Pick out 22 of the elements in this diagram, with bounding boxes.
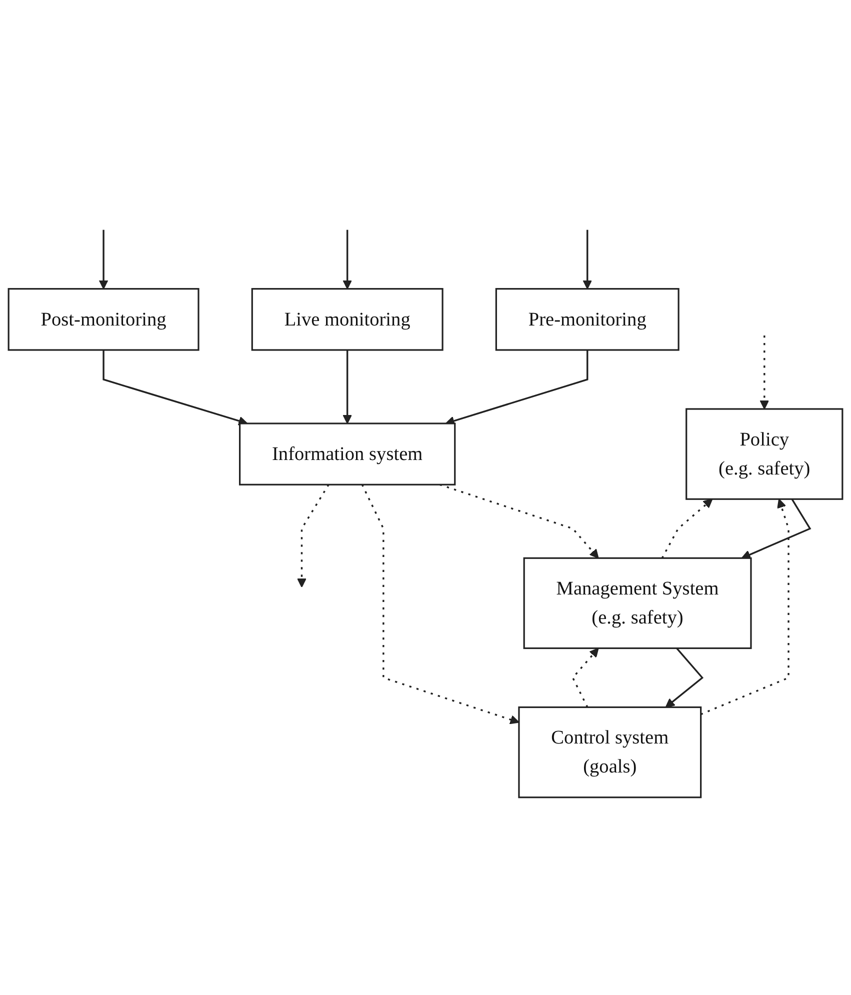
node-box: Pre-monitoring — [495, 288, 680, 351]
node-box: Information system — [238, 422, 456, 486]
arrow — [98, 230, 108, 290]
node-box: Post-monitoring — [8, 288, 200, 351]
arrow — [572, 648, 599, 708]
node-box: Control system (goals) — [518, 706, 702, 798]
arrow — [342, 230, 352, 290]
arrow — [665, 648, 704, 708]
arrow — [445, 350, 588, 426]
arrow — [102, 350, 248, 426]
arrow — [700, 498, 790, 716]
arrow — [440, 484, 599, 559]
arrow — [582, 230, 592, 290]
arrow — [760, 336, 770, 410]
arrow — [741, 498, 812, 560]
node-box: Management System (e.g. safety) — [523, 557, 752, 650]
arrow — [297, 484, 330, 588]
arrow — [661, 498, 713, 559]
arrow — [342, 350, 352, 424]
node-box: Live monitoring — [251, 288, 444, 351]
arrow — [361, 484, 520, 724]
node-box: Policy (e.g. safety) — [686, 408, 844, 500]
